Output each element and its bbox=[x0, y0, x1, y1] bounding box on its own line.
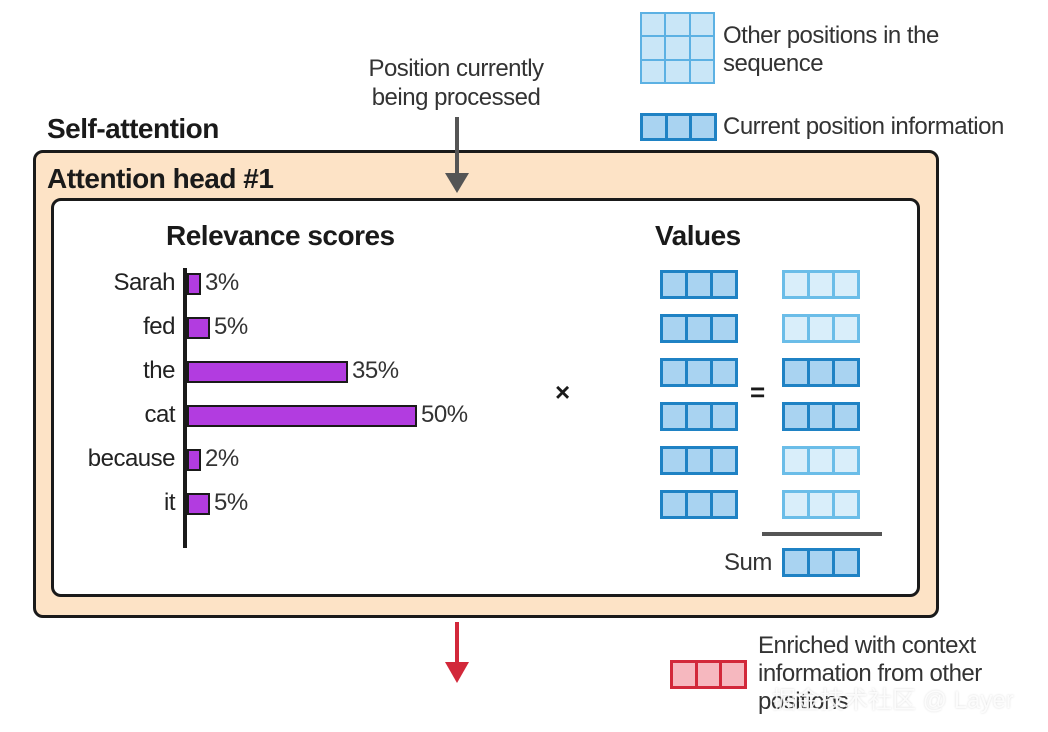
relevance-bar bbox=[187, 317, 210, 339]
attention-head-title: Attention head #1 bbox=[47, 163, 274, 194]
current-position-legend-label: Current position information bbox=[723, 113, 1004, 140]
position-processed-annotation-line2: being processed bbox=[371, 84, 541, 111]
relevance-bar bbox=[187, 273, 201, 295]
value-vector bbox=[660, 446, 738, 475]
sum-result-vector bbox=[782, 548, 860, 577]
value-vector bbox=[660, 490, 738, 519]
relevance-bar bbox=[187, 449, 201, 471]
value-vector bbox=[660, 270, 738, 299]
token-label: because bbox=[87, 445, 176, 472]
watermark: 掘金技术社区 @ Layer bbox=[772, 687, 1014, 714]
value-vector bbox=[660, 358, 738, 387]
token-label: cat bbox=[144, 401, 175, 428]
relevance-percent-label: 35% bbox=[352, 357, 399, 384]
sum-label: Sum bbox=[724, 549, 772, 576]
position-processed-annotation-line1: Position currently bbox=[368, 55, 544, 82]
relevance-bar bbox=[187, 361, 348, 383]
attention-computation-panel bbox=[51, 198, 920, 597]
relevance-scores-title: Relevance scores bbox=[166, 220, 395, 251]
current-position-legend-icon bbox=[640, 113, 717, 141]
value-vector bbox=[660, 402, 738, 431]
relevance-percent-label: 5% bbox=[214, 313, 248, 340]
token-label: it bbox=[164, 489, 176, 516]
relevance-axis bbox=[183, 268, 187, 548]
weighted-value-vector bbox=[782, 490, 860, 519]
weighted-value-vector bbox=[782, 314, 860, 343]
self-attention-title: Self-attention bbox=[47, 113, 219, 144]
value-vector bbox=[660, 314, 738, 343]
other-positions-legend-icon bbox=[640, 12, 715, 84]
down-arrow-icon bbox=[445, 117, 469, 193]
relevance-bar bbox=[187, 405, 417, 427]
token-label: Sarah bbox=[113, 269, 175, 296]
relevance-percent-label: 2% bbox=[205, 445, 239, 472]
relevance-bar bbox=[187, 493, 210, 515]
values-title: Values bbox=[655, 220, 741, 251]
output-arrow-icon bbox=[445, 622, 469, 683]
weighted-value-vector bbox=[782, 446, 860, 475]
relevance-percent-label: 3% bbox=[205, 269, 239, 296]
token-label: fed bbox=[143, 313, 175, 340]
equals-symbol: = bbox=[750, 377, 766, 407]
enriched-legend-icon bbox=[670, 660, 747, 689]
relevance-percent-label: 50% bbox=[421, 401, 468, 428]
token-label: the bbox=[143, 357, 175, 384]
other-positions-legend-label: Other positions in the sequence bbox=[723, 22, 939, 77]
weighted-value-vector bbox=[782, 270, 860, 299]
multiply-symbol: × bbox=[555, 377, 571, 407]
weighted-value-vector bbox=[782, 358, 860, 387]
enriched-legend-label: Enriched with context information from o… bbox=[758, 632, 982, 715]
sum-divider-line bbox=[762, 532, 882, 536]
relevance-percent-label: 5% bbox=[214, 489, 248, 516]
weighted-value-vector bbox=[782, 402, 860, 431]
